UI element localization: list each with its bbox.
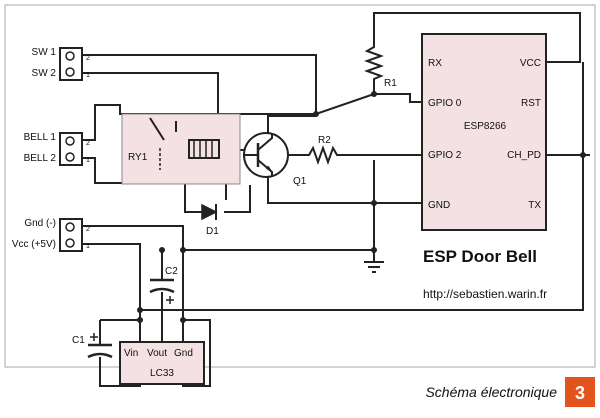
resistor-r1 (364, 42, 384, 82)
esp-pin-tx: TX (528, 200, 541, 211)
capacitor-c1 (87, 333, 113, 359)
connector-power: 2 1 (59, 218, 90, 252)
reg-pin-vout: Vout (147, 348, 167, 359)
label-d1: D1 (206, 226, 219, 237)
label-c1: C1 (72, 335, 85, 346)
esp-pin-ch-pd: CH_PD (507, 150, 541, 161)
figure-number-badge (565, 377, 595, 407)
ground-symbol (364, 261, 384, 273)
reg-pin-vin: Vin (124, 348, 138, 359)
connector-bell: 2 1 (59, 132, 90, 166)
label-r2: R2 (318, 135, 331, 146)
esp-pin-vcc: VCC (520, 58, 541, 69)
capacitor-c2 (149, 278, 175, 304)
transistor-q1 (243, 132, 289, 178)
junction-dots (137, 91, 586, 323)
reg-pin-gnd: Gnd (174, 348, 193, 359)
label-gnd: Gnd (-) (24, 218, 56, 229)
reg-name: LC33 (150, 368, 174, 379)
esp-pin-gpio2: GPIO 2 (428, 150, 462, 161)
esp-pin-gnd: GND (428, 200, 450, 211)
figure-caption: Schéma électronique (425, 384, 557, 400)
diagram-title: ESP Door Bell (423, 247, 537, 266)
esp-pin-gpio0: GPIO 0 (428, 98, 462, 109)
esp-pin-rst: RST (521, 98, 541, 109)
bell-pin-num-2: 2 (86, 140, 90, 147)
power-pin-num-2: 2 (86, 226, 90, 233)
connector-switch: 2 1 (59, 47, 90, 81)
label-ry1: RY1 (128, 152, 148, 163)
power-pin-num-1: 1 (86, 243, 90, 250)
relay-ry1 (121, 113, 241, 185)
bell-pin-num-1: 1 (86, 157, 90, 164)
diode-d1 (201, 203, 218, 221)
label-bell1: BELL 1 (24, 132, 57, 143)
resistor-r2 (305, 145, 341, 165)
label-sw2: SW 2 (32, 68, 57, 79)
figure-frame (4, 4, 596, 368)
label-bell2: BELL 2 (24, 153, 57, 164)
label-vcc: Vcc (+5V) (12, 239, 56, 250)
label-sw1: SW 1 (32, 47, 57, 58)
regulator-lc33 (119, 341, 205, 385)
label-r1: R1 (384, 78, 397, 89)
esp-pin-rx: RX (428, 58, 442, 69)
switch-pin-num-1: 1 (86, 72, 90, 79)
esp8266-label: ESP8266 (464, 121, 507, 132)
label-c2: C2 (165, 266, 178, 277)
label-q1: Q1 (293, 176, 307, 187)
switch-pin-num-2: 2 (86, 55, 90, 62)
esp8266-module (421, 33, 547, 231)
figure-number: 3 (575, 383, 585, 403)
diagram-url: http://sebastien.warin.fr (423, 287, 547, 301)
